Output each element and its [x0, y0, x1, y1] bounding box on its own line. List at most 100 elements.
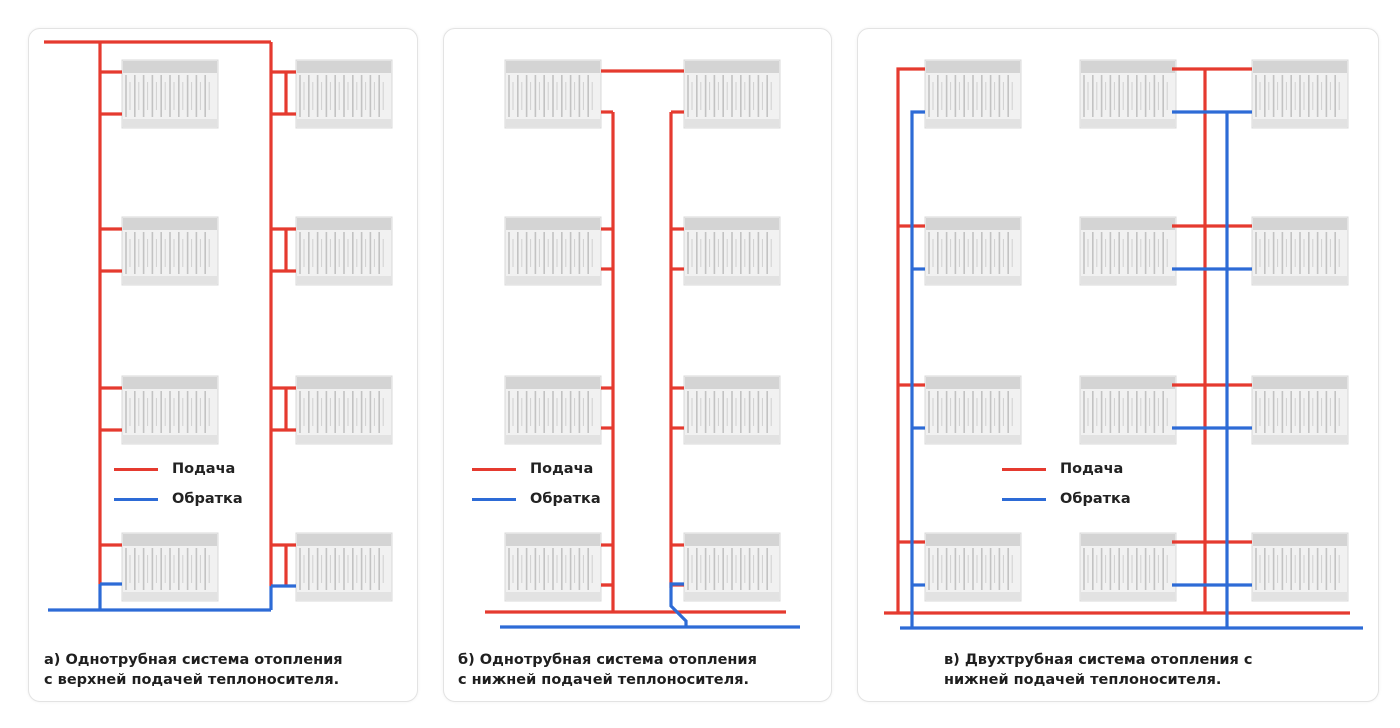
- radiator-bottom-header: [685, 119, 779, 127]
- radiator-a-left-4: [121, 532, 219, 602]
- radiator-top-header: [1081, 218, 1175, 230]
- radiator-bottom-header: [297, 592, 391, 600]
- legend-a: Подача Обратка: [114, 454, 243, 514]
- radiator-top-header: [123, 377, 217, 389]
- radiator-a-right-4: [295, 532, 393, 602]
- radiator-a-right-1: [295, 59, 393, 129]
- radiator-c-2-1: [1079, 59, 1177, 129]
- radiator-bottom-header: [297, 119, 391, 127]
- radiator-top-header: [297, 218, 391, 230]
- return-branch-b: [669, 582, 688, 627]
- radiator-bottom-header: [1253, 276, 1347, 284]
- legend-supply-label: Подача: [172, 461, 236, 477]
- legend-supply: Подача: [1002, 454, 1131, 484]
- radiator-bottom-header: [926, 276, 1020, 284]
- radiator-b-left-4: [504, 532, 602, 602]
- radiator-b-right-3: [683, 375, 781, 445]
- radiator-top-header: [926, 61, 1020, 73]
- radiator-c-1-3: [924, 375, 1022, 445]
- legend-supply-label: Подача: [1060, 461, 1124, 477]
- radiator-b-left-3: [504, 375, 602, 445]
- radiator-top-header: [506, 534, 600, 546]
- radiator-bottom-header: [1253, 592, 1347, 600]
- radiator-top-header: [926, 534, 1020, 546]
- radiator-bottom-header: [123, 435, 217, 443]
- radiator-bottom-header: [926, 592, 1020, 600]
- radiator-a-left-1: [121, 59, 219, 129]
- radiator-top-header: [1081, 61, 1175, 73]
- radiator-top-header: [297, 534, 391, 546]
- return-line-swatch: [114, 497, 158, 501]
- caption-a-line2: с верхней подачей теплоносителя.: [44, 672, 340, 688]
- supply-line-swatch: [1002, 467, 1046, 471]
- legend-return: Обратка: [114, 484, 243, 514]
- return-riser-c-left: [910, 110, 925, 628]
- radiator-top-header: [1253, 534, 1347, 546]
- caption-c-line1: в) Двухтрубная система отопления с: [944, 652, 1253, 668]
- radiator-bottom-header: [506, 435, 600, 443]
- radiator-top-header: [1081, 377, 1175, 389]
- legend-return-label: Обратка: [1060, 491, 1131, 507]
- caption-c-line2: нижней подачей теплоносителя.: [944, 672, 1222, 688]
- legend-return-label: Обратка: [530, 491, 601, 507]
- radiator-top-header: [123, 61, 217, 73]
- legend-return: Обратка: [1002, 484, 1131, 514]
- radiator-top-header: [1253, 61, 1347, 73]
- radiator-c-1-4: [924, 532, 1022, 602]
- radiator-top-header: [926, 218, 1020, 230]
- legend-supply: Подача: [114, 454, 243, 484]
- caption-a-line1: а) Однотрубная система отопления: [44, 652, 343, 668]
- radiator-c-3-4: [1251, 532, 1349, 602]
- radiator-b-left-1: [504, 59, 602, 129]
- radiator-bottom-header: [685, 592, 779, 600]
- radiator-top-header: [123, 534, 217, 546]
- radiator-bottom-header: [1253, 119, 1347, 127]
- radiator-c-3-1: [1251, 59, 1349, 129]
- legend-supply: Подача: [472, 454, 601, 484]
- radiator-bottom-header: [123, 119, 217, 127]
- caption-c: в) Двухтрубная система отопления с нижне…: [944, 650, 1252, 690]
- caption-b-line1: б) Однотрубная система отопления: [458, 652, 757, 668]
- supply-line-swatch: [114, 467, 158, 471]
- radiator-bottom-header: [926, 119, 1020, 127]
- supply-riser-c-left: [896, 67, 925, 613]
- radiator-c-1-2: [924, 216, 1022, 286]
- return-pipes: [48, 110, 1363, 630]
- radiator-bottom-header: [1081, 435, 1175, 443]
- radiator-c-3-3: [1251, 375, 1349, 445]
- radiator-bottom-header: [506, 592, 600, 600]
- radiator-a-right-3: [295, 375, 393, 445]
- caption-a: а) Однотрубная система отопления с верхн…: [44, 650, 343, 690]
- radiator-a-left-3: [121, 375, 219, 445]
- radiator-top-header: [1253, 377, 1347, 389]
- radiator-bottom-header: [297, 435, 391, 443]
- radiator-bottom-header: [1081, 592, 1175, 600]
- radiator-bottom-header: [123, 276, 217, 284]
- radiator-top-header: [685, 377, 779, 389]
- radiator-c-2-2: [1079, 216, 1177, 286]
- legend-return-label: Обратка: [172, 491, 243, 507]
- radiator-bottom-header: [1081, 119, 1175, 127]
- legend-c: Подача Обратка: [1002, 454, 1131, 514]
- radiator-top-header: [685, 218, 779, 230]
- radiator-top-header: [506, 61, 600, 73]
- radiator-a-left-2: [121, 216, 219, 286]
- radiator-c-3-2: [1251, 216, 1349, 286]
- radiator-top-header: [685, 61, 779, 73]
- radiator-top-header: [1253, 218, 1347, 230]
- radiator-top-header: [506, 218, 600, 230]
- radiator-bottom-header: [123, 592, 217, 600]
- radiator-bottom-header: [1081, 276, 1175, 284]
- radiator-bottom-header: [1253, 435, 1347, 443]
- radiator-top-header: [297, 377, 391, 389]
- supply-pipes: [44, 40, 1350, 615]
- return-line-swatch: [1002, 497, 1046, 501]
- radiators-layer: [121, 59, 1349, 602]
- radiator-b-right-4: [683, 532, 781, 602]
- radiator-top-header: [123, 218, 217, 230]
- radiator-c-2-3: [1079, 375, 1177, 445]
- radiator-top-header: [506, 377, 600, 389]
- radiator-bottom-header: [506, 119, 600, 127]
- radiator-b-right-2: [683, 216, 781, 286]
